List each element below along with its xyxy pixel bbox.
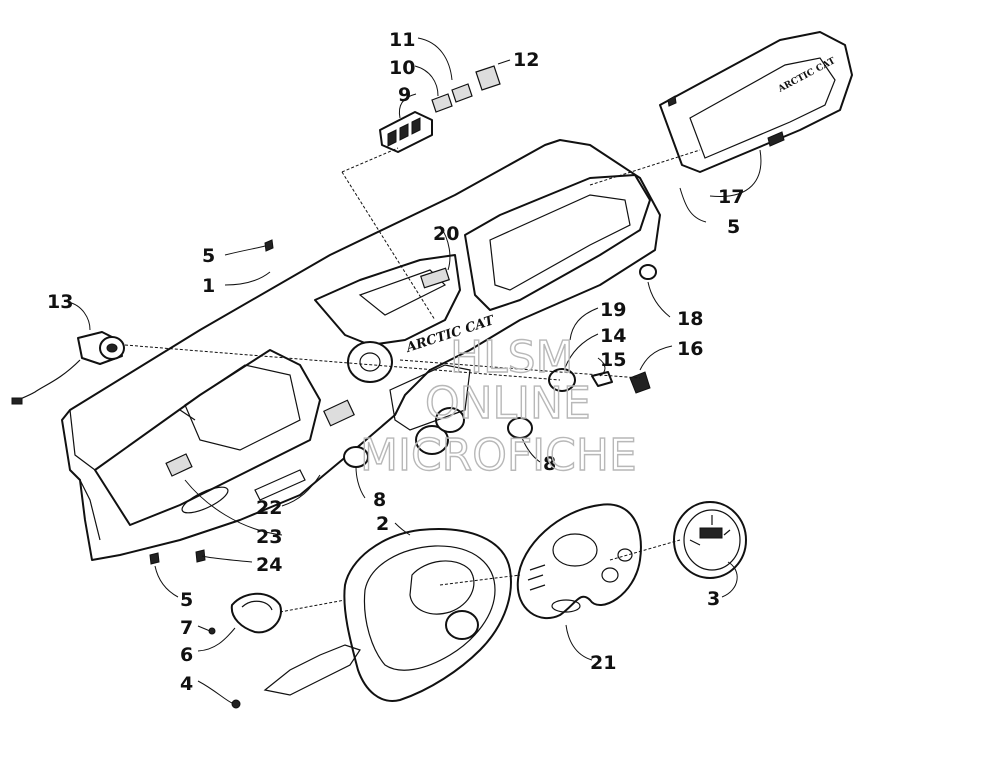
ring-14: [548, 368, 576, 392]
key-switch-13: [11, 331, 125, 405]
callout-13: 13: [47, 291, 73, 313]
callout-23: 23: [256, 526, 282, 548]
callout-16: 16: [677, 338, 703, 360]
callout-7: 7: [180, 617, 193, 639]
watermark-line-1: HLSM: [450, 332, 574, 383]
callout-11: 11: [389, 29, 415, 51]
callout-5-top: 5: [202, 245, 215, 267]
speedometer-3: [673, 501, 747, 579]
callout-15: 15: [600, 349, 626, 371]
dashboard-housing: ARCTIC CAT: [61, 139, 661, 561]
face-plate-21: [516, 503, 642, 620]
watermark-line-3: MICROFICHE: [360, 430, 637, 481]
callout-1: 1: [202, 275, 215, 297]
callout-4: 4: [180, 673, 193, 695]
plug-18: [639, 264, 657, 280]
gauge-bezel-2: [343, 528, 512, 702]
callout-3: 3: [707, 588, 720, 610]
callout-9: 9: [398, 84, 411, 106]
watermark: HLSM ONLINE MICROFICHE: [359, 331, 637, 481]
callout-5-bottom: 5: [180, 589, 193, 611]
leader-lines: [67, 37, 762, 704]
callout-2: 2: [376, 513, 389, 535]
callout-labels: 11 10 12 9 17 5 5 20 1 13 18 19 14 15 16…: [47, 29, 744, 695]
callout-20: 20: [433, 223, 459, 245]
callout-22: 22: [256, 497, 282, 519]
callout-19: 19: [600, 299, 626, 321]
switch-assembly: [379, 65, 501, 153]
callout-5-pod: 5: [727, 216, 740, 238]
callout-21: 21: [590, 652, 616, 674]
callout-10: 10: [389, 57, 415, 79]
bracket-parts: [208, 592, 361, 709]
pod-cover-17: ARCTIC CAT: [659, 31, 853, 173]
callout-24: 24: [256, 554, 282, 576]
callout-6: 6: [180, 644, 193, 666]
callout-12: 12: [513, 49, 539, 71]
knob-8: [507, 417, 533, 439]
callout-14: 14: [600, 325, 626, 347]
callout-18: 18: [677, 308, 703, 330]
cap-16: [629, 371, 651, 394]
callout-17: 17: [718, 186, 744, 208]
callout-8-left: 8: [373, 489, 386, 511]
callout-8-right: 8: [543, 453, 556, 475]
watermark-line-2: ONLINE: [425, 378, 591, 429]
